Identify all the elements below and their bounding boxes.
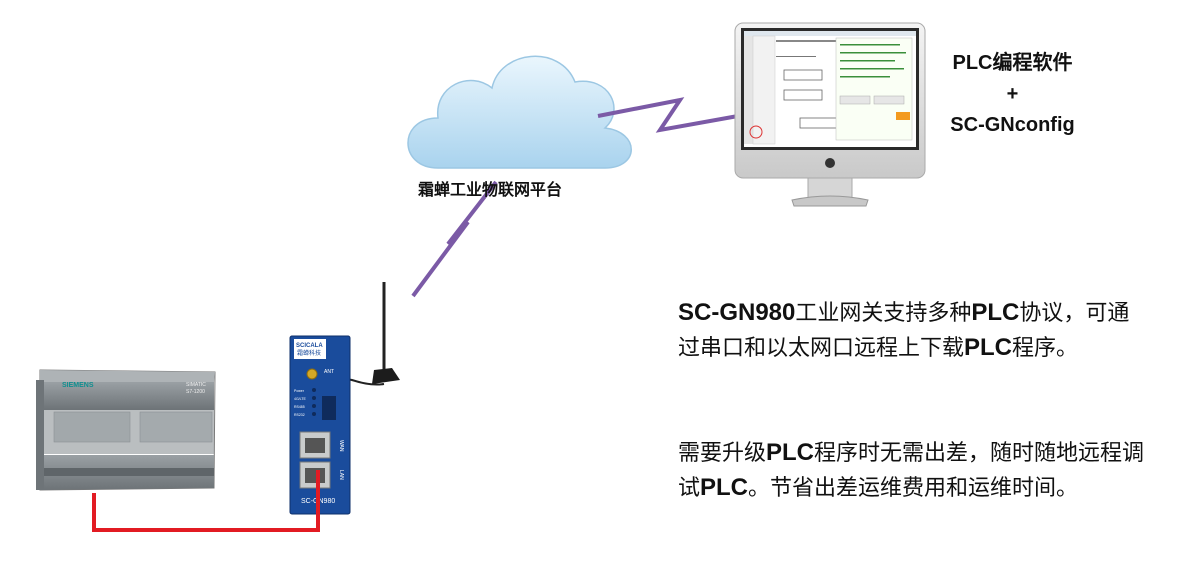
description-segment: PLC xyxy=(766,439,815,466)
gateway-brand-cn: 霜蝉科技 xyxy=(297,349,321,357)
gateway-ant-label: ANT xyxy=(324,369,334,375)
gateway-led-label: RS485 xyxy=(294,405,305,409)
description-segment: 协议，可通过串口和以太网口远程上下载 xyxy=(678,301,1130,361)
plc-model-line1: SIMATIC xyxy=(186,382,206,388)
gateway-lan-label: LAN xyxy=(338,470,344,480)
gateway-brand: SCICALA xyxy=(296,343,323,349)
description-segment: 。节省出差运维费用和运维时间。 xyxy=(748,476,1079,501)
description-segment: PLC xyxy=(964,334,1013,361)
gateway-led-label: 4G/LTE xyxy=(294,397,306,401)
gateway-led-label: RS232 xyxy=(294,413,305,417)
plc-device xyxy=(36,369,216,491)
gateway-device xyxy=(289,335,351,515)
wireless-link-gateway-cloud xyxy=(411,180,498,298)
computer-monitor-icon xyxy=(734,22,926,207)
gateway-led-label: Power xyxy=(294,389,305,393)
software-label-line1: PLC编程软件 xyxy=(952,52,1073,74)
ethernet-cable xyxy=(92,470,320,532)
description-segment: 工业网关支持多种 xyxy=(795,301,972,326)
software-label-line2: SC-GNconfig xyxy=(950,114,1075,136)
description-segment: PLC xyxy=(700,474,749,501)
plc-model-line2: S7-1200 xyxy=(186,389,205,395)
description-segment: 需要升级 xyxy=(678,441,767,466)
gateway-wan-label: WAN xyxy=(338,440,344,452)
cloud-platform-label: 霜蝉工业物联网平台 xyxy=(418,180,563,199)
software-label-plus: + xyxy=(1006,83,1019,105)
description-segment: PLC xyxy=(971,299,1020,326)
antenna-icon xyxy=(315,282,400,386)
description-segment: 程序时无需出差，随时随地远程调试 xyxy=(678,441,1145,501)
description-paragraph-1: SC-GN980工业网关支持多种PLC协议，可通过串口和以太网口远程上下载PLC… xyxy=(634,296,1148,366)
description-segment: SC-GN980 xyxy=(678,299,796,326)
wireless-link-cloud-computer xyxy=(597,97,739,133)
description-segment: 程序。 xyxy=(1012,336,1079,361)
plc-brand: SIEMENS xyxy=(62,382,94,389)
software-label: PLC编程软件 + SC-GNconfig xyxy=(930,48,1095,141)
description-paragraph-2: 需要升级PLC程序时无需出差，随时随地远程调试PLC。节省出差运维费用和运维时间… xyxy=(634,436,1148,506)
cloud-icon xyxy=(407,55,632,169)
